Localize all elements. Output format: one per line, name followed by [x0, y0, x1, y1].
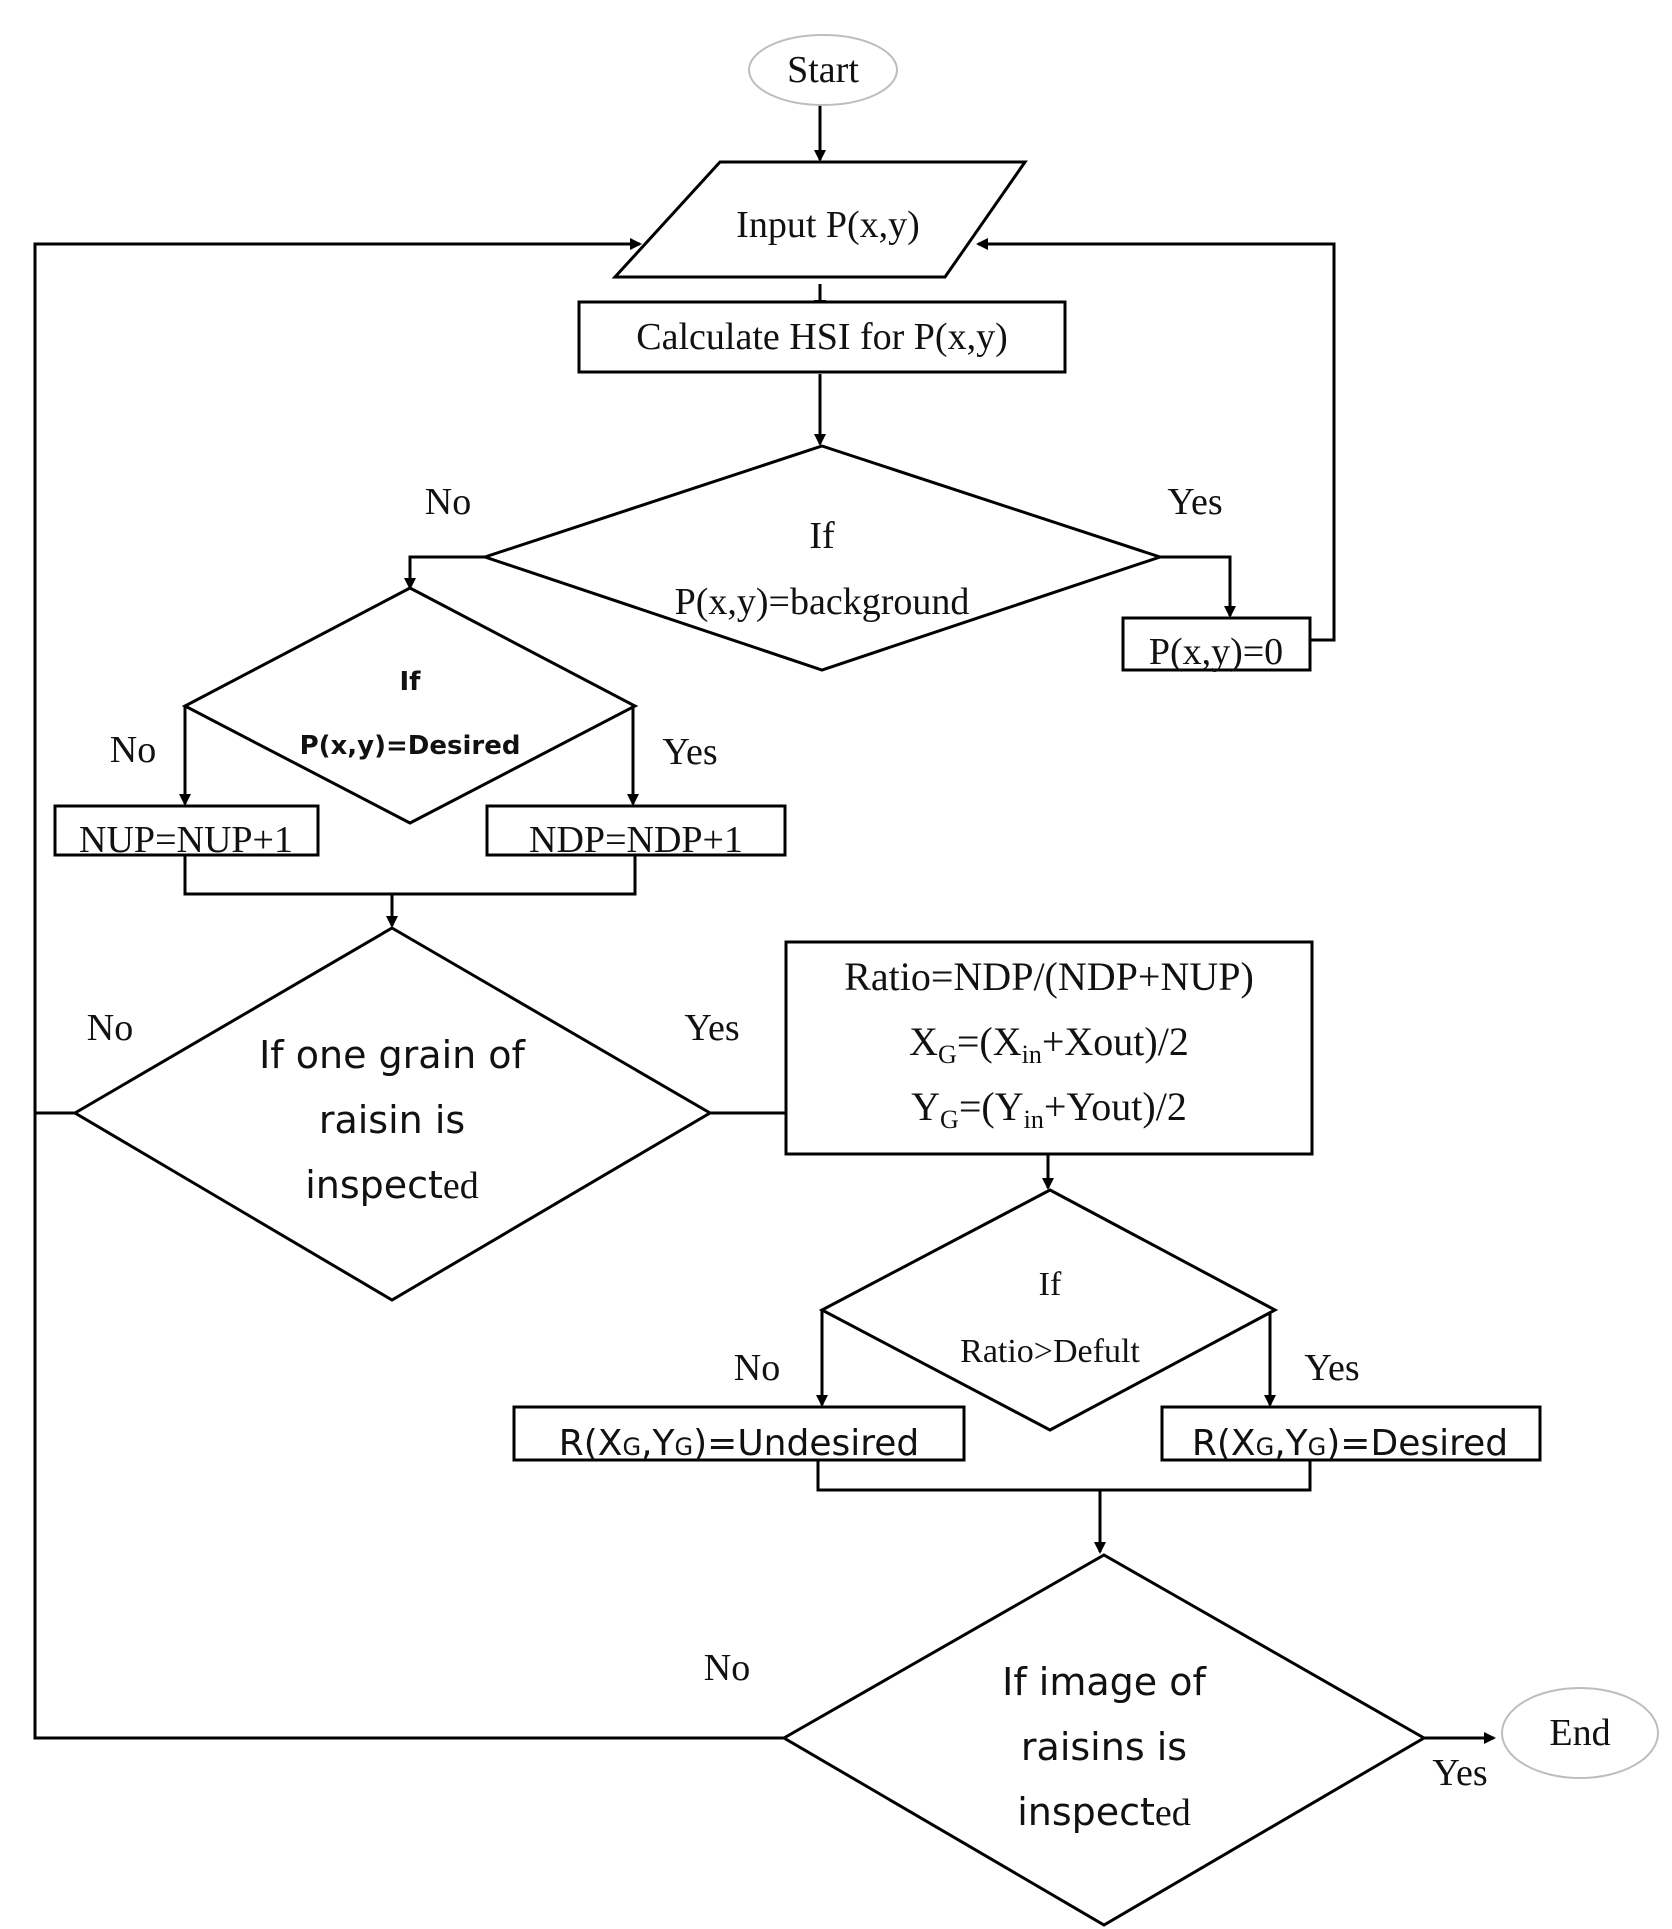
merge-counters	[183, 855, 637, 896]
start-terminal: Start	[748, 34, 898, 106]
ratio-no-label: No	[734, 1347, 780, 1389]
image-line3-label: inspected	[1017, 1790, 1191, 1834]
ratio-decision: If Ratio>Defult	[818, 1188, 1279, 1432]
image-line2-label: raisins is	[1021, 1725, 1187, 1769]
background-if-label: If	[809, 515, 835, 557]
calc-hsi-label: Calculate HSI for P(x,y)	[636, 316, 1007, 358]
grain-decision: If one grain of raisin is inspected	[72, 926, 713, 1302]
background-decision: If P(x,y)=background	[480, 444, 1165, 672]
ratio-if-label: If	[1039, 1266, 1062, 1303]
grain-line3-label: inspected	[305, 1163, 479, 1207]
arrow-background-yes	[1160, 555, 1236, 618]
end-label: End	[1549, 1712, 1610, 1754]
input-label: Input P(x,y)	[736, 204, 920, 246]
set-zero-label: P(x,y)=0	[1149, 631, 1283, 673]
arrow-background-no	[404, 555, 485, 590]
ratio-step: Ratio=NDP/(NDP+NUP) XG=(Xin+Xout)/2 YG=(…	[784, 940, 1314, 1156]
end-terminal: End	[1501, 1687, 1659, 1779]
image-line1-label: If image of	[1002, 1660, 1207, 1704]
xg-formula-label: XG=(Xin+Xout)/2	[909, 1019, 1189, 1069]
grain-no-label: No	[87, 1007, 133, 1049]
ndp-step: NDP=NDP+1	[485, 804, 787, 861]
grain-line1-label: If one grain of	[259, 1033, 526, 1077]
ratio-condition-label: Ratio>Defult	[960, 1333, 1140, 1370]
desired-pixel-decision: If P(x,y)=Desired	[181, 586, 639, 825]
arrow-image-no-loop	[33, 1113, 784, 1740]
calc-hsi-step: Calculate HSI for P(x,y)	[577, 300, 1067, 374]
desired-label: R(XG,YG)=Desired	[1192, 1423, 1508, 1464]
ratio-yes-label: Yes	[1304, 1347, 1359, 1389]
image-decision: If image of raisins is inspected	[781, 1553, 1427, 1927]
grain-line2-label: raisin is	[319, 1098, 465, 1142]
grain-yes-label: Yes	[684, 1007, 739, 1049]
image-yes-label: Yes	[1432, 1752, 1487, 1794]
set-zero-step: P(x,y)=0	[1121, 616, 1312, 673]
undesired-step: R(XG,YG)=Undesired	[512, 1405, 966, 1464]
ratio-formula-label: Ratio=NDP/(NDP+NUP)	[844, 954, 1254, 999]
desired-no-label: No	[110, 729, 156, 771]
nup-step: NUP=NUP+1	[53, 804, 320, 861]
ndp-label: NDP=NDP+1	[529, 819, 743, 861]
input-step: Input P(x,y)	[611, 160, 1028, 279]
merge-results	[816, 1460, 1312, 1492]
start-label: Start	[787, 49, 859, 91]
connectors	[33, 105, 1496, 1744]
arrow-grain-no-loop	[33, 238, 642, 1115]
background-yes-label: Yes	[1167, 481, 1222, 523]
desired-if-label: If	[400, 667, 422, 697]
arrow-loop-back-to-input	[976, 238, 1336, 642]
image-no-label: No	[704, 1647, 750, 1689]
desired-yes-label: Yes	[662, 731, 717, 773]
background-no-label: No	[425, 481, 471, 523]
yg-formula-label: YG=(Yin+Yout)/2	[911, 1084, 1187, 1134]
background-condition-label: P(x,y)=background	[675, 581, 970, 623]
undesired-label: R(XG,YG)=Undesired	[559, 1423, 920, 1464]
desired-condition-label: P(x,y)=Desired	[300, 731, 521, 761]
desired-step: R(XG,YG)=Desired	[1160, 1405, 1542, 1464]
nup-label: NUP=NUP+1	[79, 819, 293, 861]
